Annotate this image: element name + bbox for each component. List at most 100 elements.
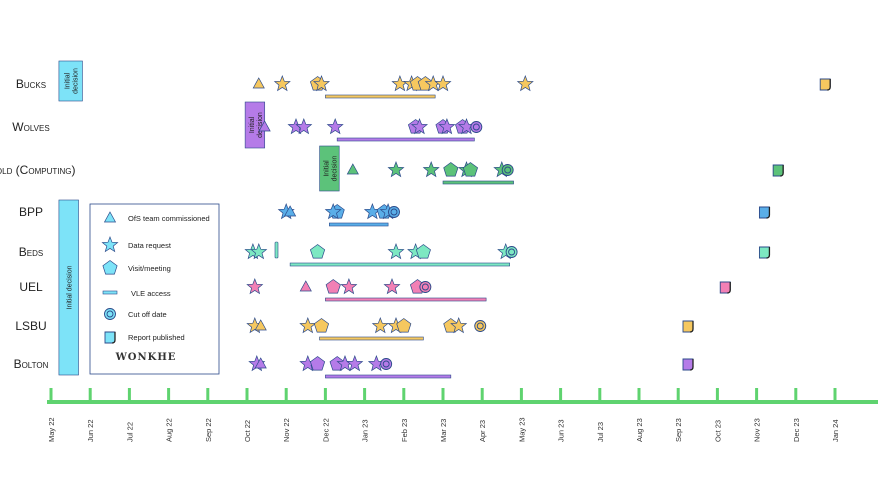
row-label: BPP [19, 205, 43, 219]
legend-label: Data request [128, 241, 172, 250]
visit-meeting-pentagon [309, 244, 326, 259]
legend-label: Report published [128, 333, 185, 342]
data-request-star [326, 118, 344, 135]
ofs-commissioned-triangle [346, 163, 359, 175]
cutoff-marker [501, 164, 514, 176]
vle-bars [289, 94, 514, 379]
data-request-star [246, 278, 264, 295]
tick-label: Aug 23 [635, 418, 644, 442]
ofs-commissioned-triangle [258, 120, 271, 132]
tick-label: May 22 [47, 417, 56, 442]
initial-decision-box [319, 145, 340, 192]
report-published-marker [758, 206, 771, 219]
data-request-star [295, 118, 313, 135]
cutoff-marker [104, 308, 116, 320]
cutoff-marker [470, 121, 483, 133]
data-request-star [438, 118, 456, 135]
visit-meeting-pentagon [396, 318, 412, 333]
vle-access-bar [289, 262, 510, 267]
legend-box [89, 203, 220, 375]
initial-decision-label: Initialdecision [323, 156, 338, 182]
tick-label: Sep 23 [674, 418, 683, 442]
initial-decision-label: Initial decision [67, 265, 74, 309]
vle-access-bar [325, 374, 452, 379]
data-request-star [383, 278, 401, 295]
visit-meeting-pentagon [102, 260, 118, 275]
tick-label: Jul 22 [125, 422, 134, 442]
legend-label: OfS team commissioned [128, 214, 210, 223]
ofs-commissioned-triangle [103, 211, 117, 223]
legend-bar-symbol [102, 290, 118, 295]
data-request-star [410, 118, 429, 135]
row-label: Bucks [16, 77, 46, 91]
tick-label: Feb 23 [400, 419, 409, 442]
data-request-star [101, 236, 119, 253]
initial-decision-box [58, 199, 79, 376]
data-request-star [312, 75, 331, 92]
row-label: Gold (Computing) [0, 163, 75, 177]
vle-access-bar [336, 137, 475, 142]
legend-label: VLE access [131, 289, 171, 298]
row-label: Bolton [14, 357, 49, 371]
data-request-star [450, 317, 468, 334]
wonkhe-logo: WONKHE [115, 352, 177, 363]
tick-label: May 23 [517, 417, 526, 442]
cutoff-marker [505, 246, 518, 258]
row-label: LSBU [15, 319, 46, 333]
ofs-commissioned-triangle [254, 357, 267, 369]
tick-label: Jul 23 [596, 422, 605, 442]
visit-meeting-pentagon [462, 162, 479, 177]
tick-label: Apr 23 [478, 420, 487, 442]
data-request-star [434, 75, 452, 92]
initial-decision-label: Initialdecision [65, 68, 80, 94]
report-published-marker [819, 78, 831, 91]
visit-meeting-pentagon [325, 279, 341, 294]
tick-label: Jan 24 [831, 419, 840, 442]
data-request-star [299, 317, 317, 334]
vle-access-bar [325, 297, 487, 302]
tick-label: Nov 23 [753, 418, 762, 442]
data-request-star [387, 161, 405, 178]
data-request-star [250, 243, 268, 260]
cutoff-marker [380, 358, 393, 370]
tick-label: Jun 22 [86, 419, 95, 442]
tick-label: Sep 22 [204, 418, 213, 442]
data-request-star [391, 75, 409, 92]
tick-label: Jan 23 [361, 419, 370, 442]
visit-meeting-pentagon [313, 318, 330, 333]
data-request-star [324, 203, 342, 220]
cutoff-marker [474, 320, 487, 332]
row-labels: BucksWolvesGold (Computing)BPPBedsUELLSB… [0, 77, 75, 371]
vle-access-marker [274, 241, 279, 259]
row-label: UEL [19, 280, 43, 294]
vle-access-bar [325, 94, 436, 99]
initial-decision-box [58, 60, 83, 102]
timeline-axis: May 22 Jun 22 Jul 22 Aug 22 Sep 22 Oct 22 Nov … [47, 388, 878, 442]
tick-label: Mar 23 [439, 419, 448, 442]
visit-meeting-pentagon [309, 356, 326, 371]
visit-meeting-pentagon [415, 244, 431, 259]
data-request-star [387, 243, 405, 260]
data-request-star [371, 317, 389, 334]
tick-label: Jun 23 [557, 419, 566, 442]
data-request-star [346, 355, 364, 372]
report-published-marker [682, 320, 694, 333]
report-published-marker [772, 164, 784, 177]
legend-label: Visit/meeting [128, 264, 171, 273]
tick-label: Aug 22 [165, 418, 174, 442]
tick-label: Oct 22 [243, 420, 252, 442]
row-label: Beds [19, 245, 43, 259]
initial-decision-label: Initialdecision [249, 112, 264, 138]
report-published-marker [719, 281, 731, 294]
tick-label: Oct 23 [713, 420, 722, 442]
report-published-marker [104, 331, 116, 344]
tick-label: Nov 22 [282, 418, 291, 442]
ofs-commissioned-triangle [252, 77, 265, 89]
report-published-marker [758, 246, 771, 259]
ofs-commissioned-triangle [284, 205, 297, 217]
ofs-commissioned-triangle [254, 319, 267, 331]
tick-label: Dec 23 [792, 418, 801, 442]
report-published-marker [682, 358, 694, 371]
